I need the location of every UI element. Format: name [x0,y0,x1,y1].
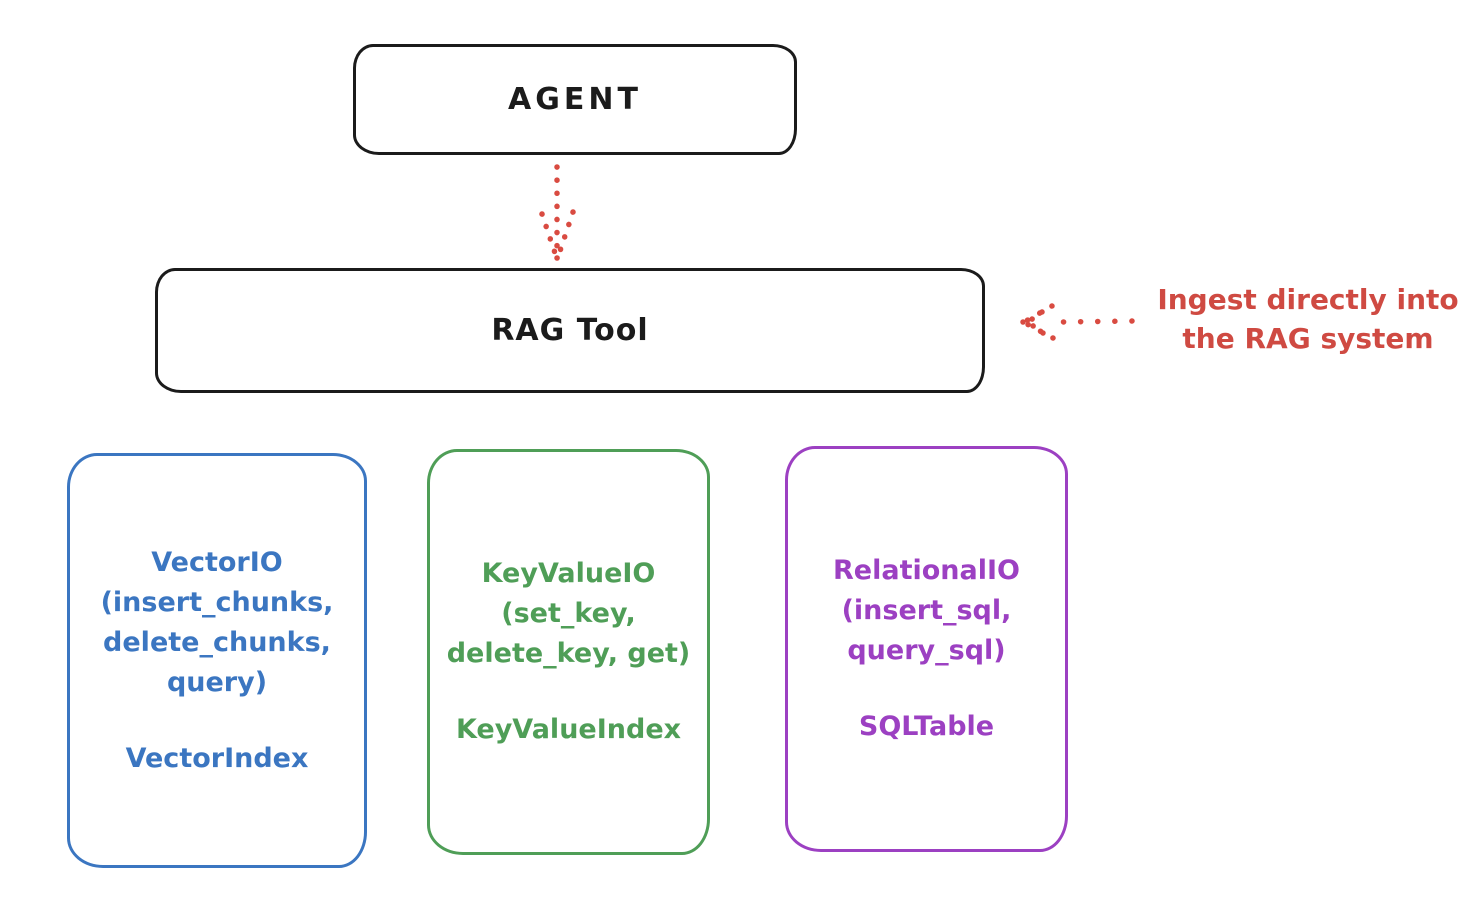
agent-label: AGENT [508,82,642,117]
signature-line: (set_key, [501,598,636,629]
ingest-annotation-line2: the RAG system [1182,322,1434,355]
store-box-relational-io: RelationalIO (insert_sql, query_sql) SQL… [785,446,1068,852]
store-index-label: KeyValueIndex [455,714,682,745]
agent-node: AGENT [353,44,797,155]
signature-line: RelationalIO [833,555,1020,586]
signature-line: (insert_sql, [841,595,1012,626]
store-index-label: VectorIndex [125,742,309,774]
signature-line: delete_key, get) [446,638,691,669]
ingest-annotation-line1: Ingest directly into [1157,283,1459,316]
signature-line: query) [166,666,268,698]
store-signature: RelationalIO (insert_sql, query_sql) [833,551,1020,671]
rag-tool-node: RAG Tool [155,268,985,393]
store-signature: KeyValueIO (set_key, delete_key, get) [447,554,691,674]
signature-line: (insert_chunks, [100,586,334,618]
store-box-keyvalue-io: KeyValueIO (set_key, delete_key, get) Ke… [427,449,710,855]
signature-line: KeyValueIO [481,558,656,589]
signature-line: query_sql) [847,635,1006,666]
store-index-label: SQLTable [858,711,995,742]
signature-line: delete_chunks, [103,626,331,658]
store-signature: VectorIO (insert_chunks, delete_chunks, … [101,543,334,703]
rag-tool-label: RAG Tool [491,313,649,348]
signature-line: VectorIO [151,546,283,578]
store-box-vector-io: VectorIO (insert_chunks, delete_chunks, … [67,453,367,868]
agent-to-rag-tool-arrow [539,164,576,261]
annotation-to-rag-tool-arrow [1020,303,1135,341]
ingest-annotation: Ingest directly into the RAG system [1140,280,1476,358]
